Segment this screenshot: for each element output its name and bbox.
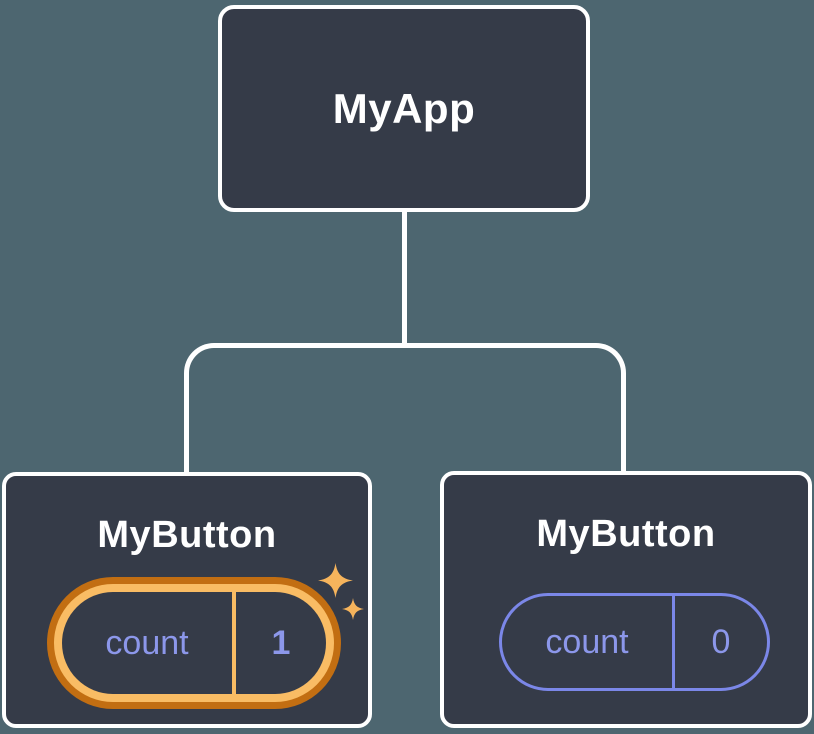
tree-node-mybutton-1: MyButton count 1: [2, 472, 372, 728]
tree-node-mybutton-2: MyButton count 0: [440, 471, 812, 728]
node-label-myapp: MyApp: [332, 84, 476, 132]
sparkle-icon: [342, 598, 364, 620]
state-pill-core: count 1: [62, 592, 326, 694]
state-pill: count 0: [499, 593, 770, 691]
state-pill-divider: [232, 592, 236, 694]
state-name-label: count: [545, 622, 629, 661]
state-name-label: count: [105, 623, 189, 662]
state-pill-highlighted: count 1: [47, 577, 341, 709]
node-label-mybutton-1: MyButton: [97, 514, 277, 556]
state-name-cell: count: [62, 592, 232, 694]
connector-root-stub: [402, 210, 407, 346]
state-value-label: 0: [711, 622, 731, 661]
state-value-cell: 0: [675, 596, 767, 688]
tree-node-myapp: MyApp: [218, 5, 590, 212]
connector-branch-bracket: [184, 343, 626, 473]
state-value-cell: 1: [236, 592, 326, 694]
state-value-label: 1: [271, 623, 291, 662]
state-pill-highlight-ring: count 1: [54, 584, 334, 702]
node-label-mybutton-2: MyButton: [536, 513, 716, 555]
state-name-cell: count: [502, 596, 672, 688]
state-pill-divider: [672, 596, 675, 688]
sparkle-icon: [318, 563, 353, 598]
